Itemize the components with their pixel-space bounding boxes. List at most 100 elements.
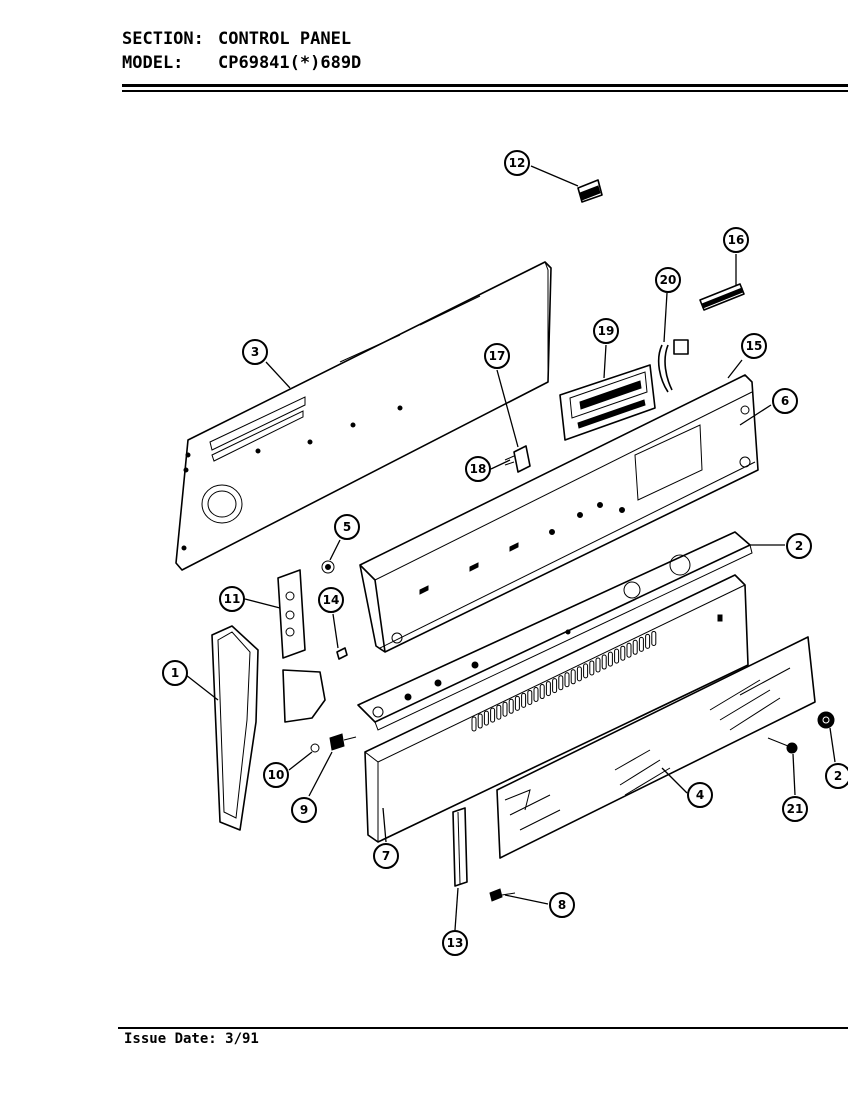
- svg-text:17: 17: [489, 349, 506, 363]
- louver-slot: [645, 633, 651, 649]
- louver-slot: [496, 704, 502, 720]
- issue-date: Issue Date: 3/91: [124, 1031, 259, 1047]
- callout-9: 9: [291, 797, 317, 823]
- svg-text:18: 18: [470, 462, 487, 476]
- svg-text:14: 14: [323, 593, 340, 607]
- callout-1: 1: [162, 660, 188, 686]
- svg-text:10: 10: [268, 768, 285, 782]
- louver-slot: [483, 710, 489, 726]
- louver-slot: [490, 707, 496, 723]
- louver-slot: [595, 657, 601, 673]
- svg-text:4: 4: [696, 788, 704, 802]
- louver-slot: [477, 713, 483, 729]
- svg-text:11: 11: [224, 592, 241, 606]
- part-10-washer: [310, 743, 320, 753]
- model-value: CP69841(*)689D: [218, 53, 362, 73]
- header-rule-thick: [122, 84, 848, 87]
- part-4-glass-panel: [496, 636, 816, 859]
- callout-2: 2: [786, 533, 812, 559]
- part-17-18-switch: [504, 445, 531, 473]
- callout-21: 21: [782, 796, 808, 822]
- part-15-control-housing: [359, 374, 759, 653]
- part-1-end-cap: [211, 625, 259, 831]
- part-21-screw: [767, 737, 798, 754]
- part-19-electronic-control: [559, 364, 656, 441]
- louver-slot: [601, 654, 607, 670]
- louver-slot: [564, 672, 570, 688]
- svg-text:2: 2: [834, 769, 842, 783]
- callout-7: 7: [373, 843, 399, 869]
- svg-text:9: 9: [300, 803, 308, 817]
- louver-slot: [570, 669, 576, 685]
- part-13-trim-strip: [452, 807, 468, 887]
- callout-20: 20: [655, 267, 681, 293]
- louver-slots: [471, 630, 657, 732]
- callout-8: 8: [549, 892, 575, 918]
- callout-5: 5: [334, 514, 360, 540]
- model-row: MODEL: CP69841(*)689D: [122, 52, 361, 76]
- callout-10: 10: [263, 762, 289, 788]
- callout-16: 16: [723, 227, 749, 253]
- footer-rule: [118, 1027, 848, 1029]
- callout-4: 4: [687, 782, 713, 808]
- callout-14: 14: [318, 587, 344, 613]
- louver-slot: [558, 675, 564, 691]
- part-22-knob: [817, 711, 835, 729]
- section-label: SECTION:: [122, 29, 204, 49]
- svg-text:21: 21: [787, 802, 804, 816]
- louver-slot: [533, 687, 539, 702]
- part-8-screw: [489, 888, 516, 902]
- svg-text:2: 2: [795, 539, 803, 553]
- svg-text:3: 3: [251, 345, 259, 359]
- louver-slot: [552, 678, 558, 694]
- part-7-front-panel: [364, 574, 749, 843]
- louver-slot: [502, 701, 508, 717]
- louver-slot: [539, 684, 545, 700]
- svg-text:6: 6: [781, 394, 789, 408]
- part-12-connector: [577, 179, 603, 203]
- part-16-terminal-block: [699, 283, 745, 311]
- louver-slot: [576, 666, 582, 682]
- louver-slot: [607, 651, 613, 667]
- callout-13: 13: [442, 930, 468, 956]
- callout-18: 18: [465, 456, 491, 482]
- svg-text:7: 7: [382, 849, 390, 863]
- louver-slot: [521, 692, 527, 708]
- svg-text:12: 12: [509, 156, 526, 170]
- callout-17: 17: [484, 343, 510, 369]
- louver-slot: [614, 648, 620, 664]
- svg-text:16: 16: [728, 233, 745, 247]
- louver-slot: [638, 636, 644, 652]
- svg-text:15: 15: [746, 339, 763, 353]
- louver-slot: [620, 645, 626, 661]
- part-5-nut: [321, 560, 335, 574]
- callout-15: 15: [741, 333, 767, 359]
- louver-slot: [527, 689, 533, 705]
- page-header: SECTION:CONTROL PANEL MODEL: CP69841(*)68…: [122, 28, 361, 76]
- louver-slot: [508, 698, 514, 714]
- callout-19: 19: [593, 318, 619, 344]
- model-label: MODEL:: [122, 53, 184, 73]
- svg-text:8: 8: [558, 898, 566, 912]
- louver-slot: [583, 663, 589, 679]
- svg-text:20: 20: [660, 273, 677, 287]
- louver-slot: [626, 642, 632, 658]
- callout-11: 11: [219, 586, 245, 612]
- part-20-wire-harness: [657, 339, 689, 393]
- part-11-side-bracket: [277, 569, 326, 723]
- louver-slot: [651, 630, 657, 646]
- svg-text:1: 1: [171, 666, 179, 680]
- callout-12: 12: [504, 150, 530, 176]
- svg-text:5: 5: [343, 520, 351, 534]
- header-rule-thin: [122, 90, 848, 92]
- leader-lines: [185, 165, 836, 931]
- svg-text:19: 19: [598, 324, 615, 338]
- part-14-screw: [336, 647, 348, 660]
- louver-slot: [545, 681, 551, 697]
- part-9-knob: [329, 733, 357, 751]
- section-row: SECTION:CONTROL PANEL: [122, 28, 361, 52]
- callout-3: 3: [242, 339, 268, 365]
- svg-text:13: 13: [447, 936, 464, 950]
- louver-slot: [514, 695, 520, 711]
